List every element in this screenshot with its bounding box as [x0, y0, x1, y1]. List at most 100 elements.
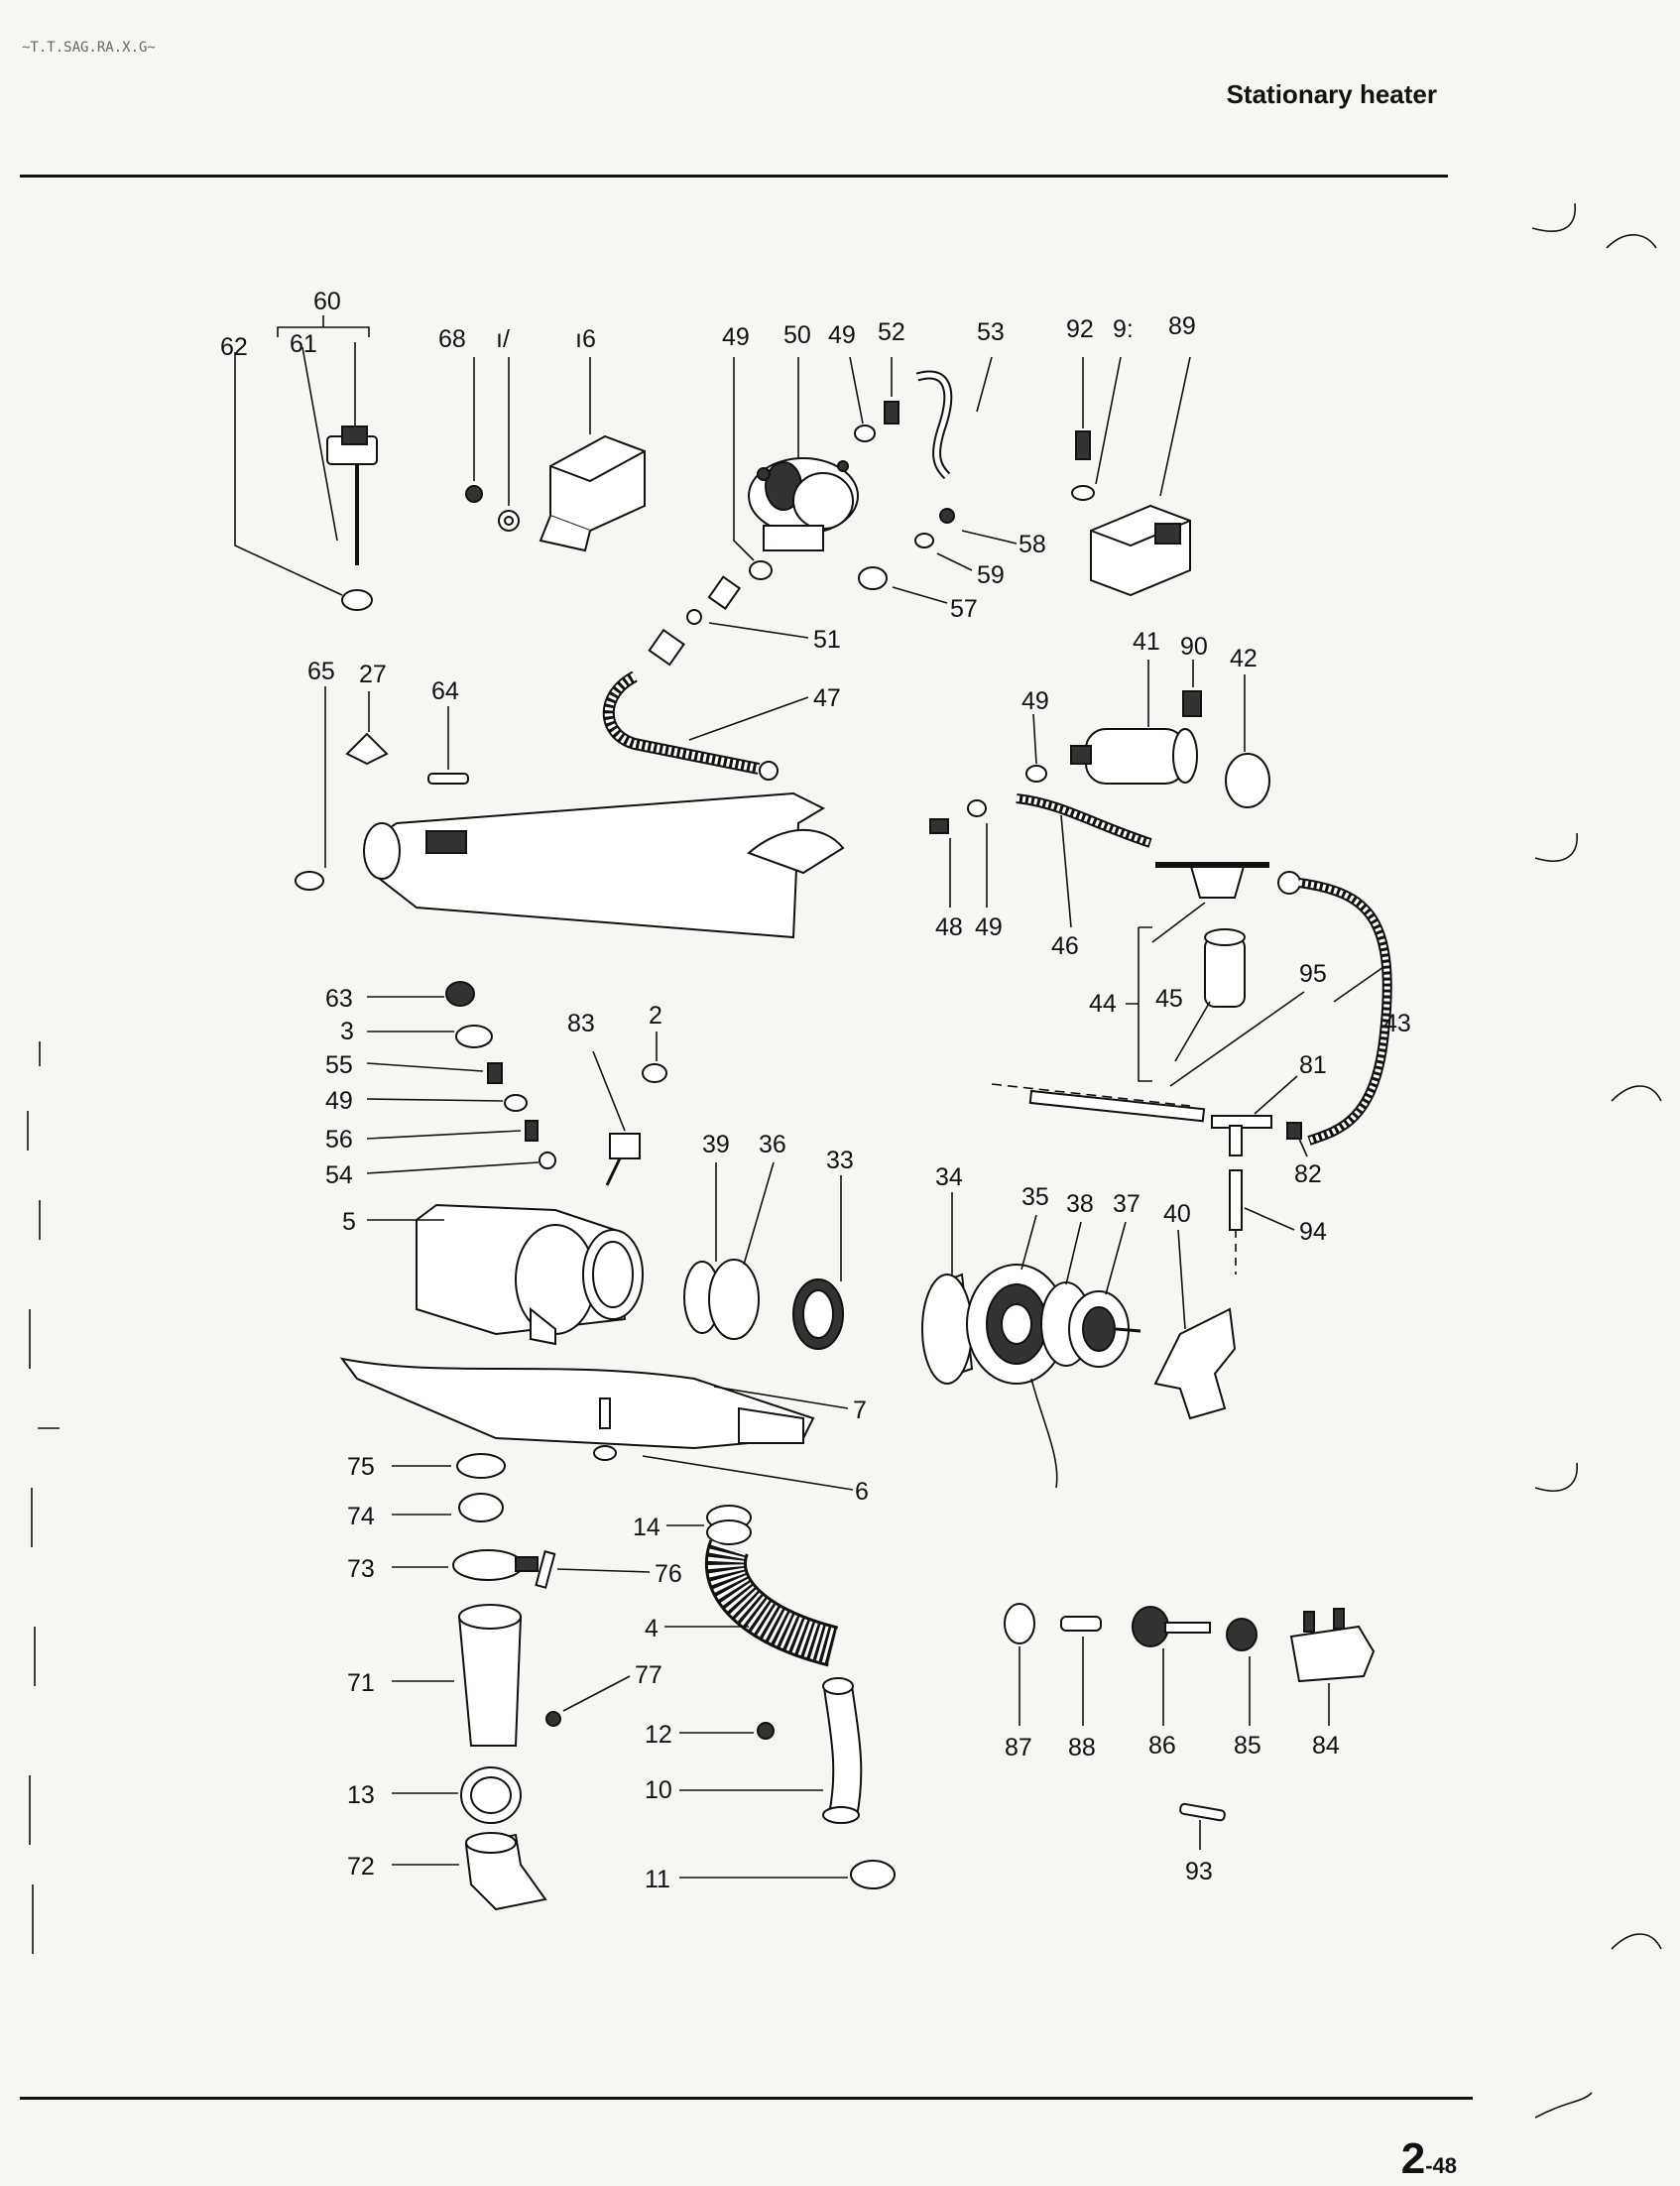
part-44-45-filter: [1126, 862, 1269, 1082]
scan-edge-marks: [27, 202, 1662, 2119]
callout-12: 12: [645, 1721, 672, 1749]
callout-38: 38: [1066, 1190, 1094, 1218]
callout-34: 34: [935, 1163, 963, 1191]
part-57-grommet: [858, 566, 948, 604]
callout-62: 62: [220, 333, 248, 361]
part-87-ring: [1004, 1603, 1035, 1726]
part-34-fan-housing: [921, 1192, 974, 1385]
callout-73: 73: [347, 1555, 375, 1583]
callout-44: 44: [1089, 990, 1117, 1018]
callout-7: 7: [853, 1397, 867, 1424]
callout-72: 72: [347, 1853, 375, 1881]
callout-2: 2: [649, 1002, 662, 1030]
part-60-sensor: [277, 315, 378, 565]
callout-87: 87: [1005, 1734, 1032, 1761]
callout-47: 47: [813, 684, 841, 712]
footer-rule: [20, 2097, 1473, 2100]
callout-74: 74: [347, 1503, 375, 1530]
callout-68: 68: [438, 325, 466, 353]
callout-33: 33: [826, 1147, 854, 1174]
callout-88: 88: [1068, 1734, 1096, 1761]
callout-63: 63: [325, 985, 353, 1013]
callout-94: 94: [1299, 1218, 1327, 1246]
part-52-banjo-bolt: [884, 357, 900, 425]
callout-11: 11: [645, 1866, 670, 1893]
part-83-glow-plug: [592, 1050, 641, 1186]
part-41-solenoid: [1070, 660, 1198, 785]
part-94-tube: [1229, 1169, 1295, 1275]
part-85-spring: [1226, 1618, 1258, 1726]
part-62-grommet: [234, 352, 373, 611]
callout-5: 5: [342, 1208, 356, 1236]
part-12-screw: [679, 1722, 775, 1740]
callout-50: 50: [783, 321, 811, 349]
part-49-seal-b: [849, 356, 876, 442]
part-33-flywheel: [792, 1175, 844, 1350]
callout-93: 93: [1185, 1858, 1213, 1885]
callout-49-d: 49: [975, 913, 1003, 941]
part-91-washer: [1071, 356, 1122, 501]
part-95-pipe: [991, 991, 1305, 1123]
callout-66: ı6: [575, 325, 596, 353]
part-92-screw: [1075, 357, 1091, 460]
part-36-clamp: [708, 1161, 775, 1340]
callout-95: 95: [1299, 960, 1327, 988]
callout-40: 40: [1163, 1200, 1191, 1228]
part-88-pin: [1060, 1616, 1102, 1726]
part-75-gasket: [392, 1453, 506, 1479]
callout-92: 92: [1066, 315, 1094, 343]
part-3-ring: [367, 1025, 493, 1048]
callout-49-b: 49: [828, 321, 856, 349]
part-49-seal-c: [1025, 713, 1047, 783]
callout-10: 10: [645, 1776, 672, 1804]
callout-61: 61: [290, 330, 317, 358]
part-4-flex-pipe: [664, 1539, 839, 1667]
part-37-motor: [1068, 1221, 1141, 1368]
part-27-clip: [345, 691, 389, 766]
callout-77: 77: [635, 1661, 662, 1689]
callout-64: 64: [431, 677, 459, 705]
callout-13: 13: [347, 1781, 375, 1809]
part-73-clamp: [392, 1549, 539, 1581]
part-47-fuel-line: [602, 670, 809, 781]
part-49-seal-e: [366, 1094, 528, 1112]
part-50-fuel-pump: [748, 357, 859, 551]
callout-52: 52: [878, 318, 905, 346]
callout-55: 55: [325, 1051, 353, 1079]
part-63-plug: [367, 981, 475, 1007]
part-76-bolt: [535, 1550, 651, 1589]
callout-67: ı/: [496, 325, 510, 353]
callout-labels: 60 61 62 68 ı/ ı6 49 50 49 52 53 92 9: 8…: [220, 288, 1411, 1893]
callout-41: 41: [1133, 628, 1160, 656]
part-14-ring: [666, 1505, 752, 1545]
part-90-plug: [1182, 660, 1202, 717]
callout-76: 76: [655, 1560, 682, 1588]
page-number-main: 2: [1400, 2134, 1426, 2183]
callout-54: 54: [325, 1161, 353, 1189]
callout-84: 84: [1312, 1732, 1340, 1760]
callout-49-e: 49: [325, 1087, 353, 1115]
part-81-t-piece: [1211, 1075, 1298, 1156]
callout-14: 14: [633, 1514, 660, 1541]
part-89-relay: [1090, 356, 1191, 597]
callout-60: 60: [313, 288, 341, 315]
callout-82: 82: [1294, 1160, 1322, 1188]
part-56-nipple: [366, 1120, 539, 1142]
callout-53: 53: [977, 318, 1005, 346]
callout-91: 9:: [1113, 315, 1134, 343]
part-5-heat-exchanger: [367, 1203, 644, 1346]
page-title: Stationary heater: [1226, 79, 1437, 109]
part-48-bolt: [929, 818, 951, 908]
callout-4: 4: [645, 1615, 659, 1642]
part-93-pin: [1179, 1802, 1226, 1850]
part-42-clamp: [1225, 674, 1270, 808]
callout-35: 35: [1021, 1183, 1049, 1211]
callout-81: 81: [1299, 1051, 1327, 1079]
callout-59: 59: [977, 561, 1005, 589]
part-40-fan: [1153, 1229, 1237, 1420]
page-number: 2-48: [1401, 2134, 1457, 2184]
callout-6: 6: [855, 1478, 869, 1506]
callout-27: 27: [359, 661, 387, 688]
part-10-pipe: [679, 1677, 863, 1824]
